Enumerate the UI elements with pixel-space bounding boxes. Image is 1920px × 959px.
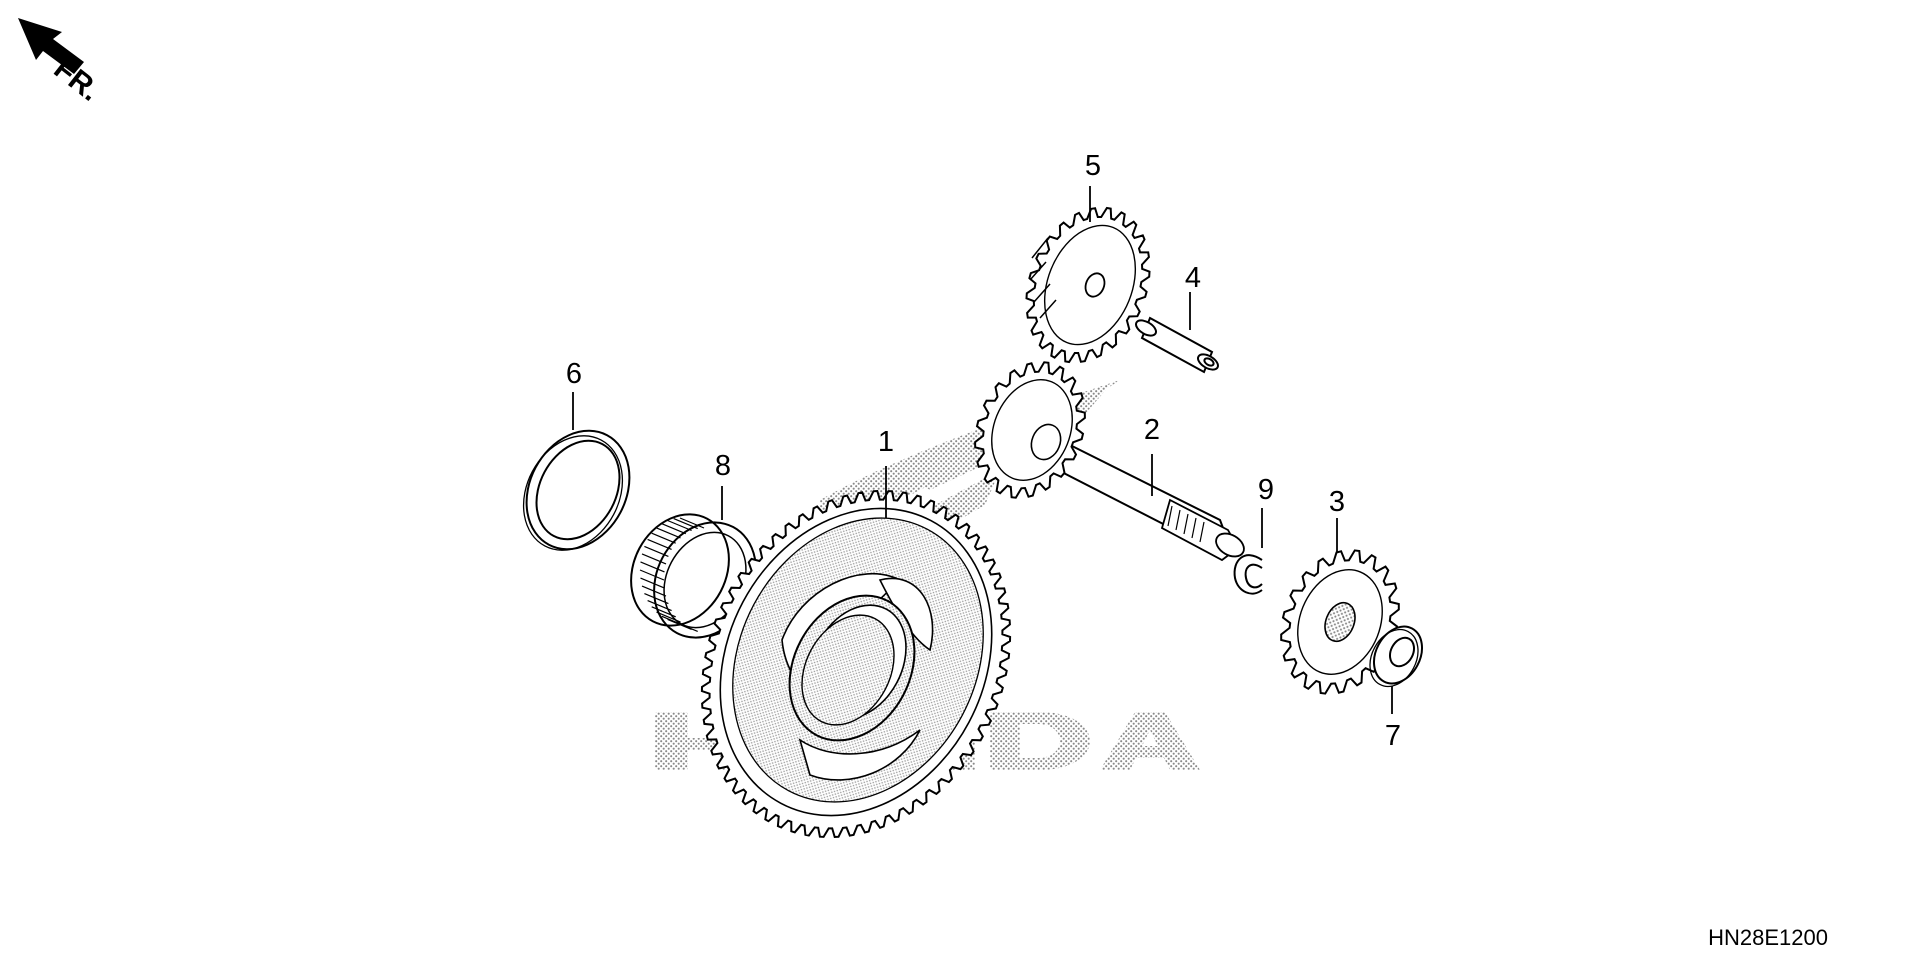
needle-roller (651, 532, 676, 544)
front-direction-arrow-icon (18, 18, 84, 74)
part-9-circlip (1233, 554, 1263, 595)
needle-roller (640, 561, 665, 573)
needle-roller (641, 553, 667, 565)
leader-lines (572, 186, 1393, 714)
needle-roller (651, 606, 676, 618)
needle-roller (661, 615, 687, 627)
needle-roller (656, 527, 681, 539)
needle-roller (673, 518, 698, 530)
needle-roller (667, 519, 692, 532)
part-4-pin (1135, 316, 1219, 374)
needle-roller (679, 517, 705, 529)
needle-roller (640, 577, 665, 589)
needle-roller (644, 593, 669, 605)
needle-roller (661, 523, 687, 535)
callout-part-7: 7 (1384, 720, 1402, 752)
needle-roller (647, 600, 672, 612)
callout-part-9: 9 (1257, 474, 1275, 506)
callout-part-4: 4 (1184, 262, 1202, 294)
part-6-washer (522, 429, 631, 551)
diagram-code: HN28E1200 (1708, 925, 1828, 950)
needle-roller (644, 545, 669, 557)
needle-roller (647, 538, 672, 550)
needle-roller (656, 611, 681, 623)
needle-roller (641, 585, 667, 597)
callout-part-8: 8 (714, 450, 732, 482)
needle-roller (667, 618, 692, 631)
part-7-washer (1369, 625, 1423, 688)
needle-roller (639, 569, 665, 581)
callout-part-2: 2 (1143, 414, 1161, 446)
part-1-large-gear (700, 489, 1012, 839)
callout-part-6: 6 (565, 358, 583, 390)
part-5-upper-gear (1025, 206, 1151, 364)
part-2-gear-shaft (974, 361, 1245, 562)
callout-part-5: 5 (1084, 150, 1102, 182)
part-8-needle-bearing (630, 513, 757, 639)
callout-part-1: 1 (877, 426, 895, 458)
callout-part-3: 3 (1328, 486, 1346, 518)
part-3-small-gear (1280, 549, 1400, 695)
